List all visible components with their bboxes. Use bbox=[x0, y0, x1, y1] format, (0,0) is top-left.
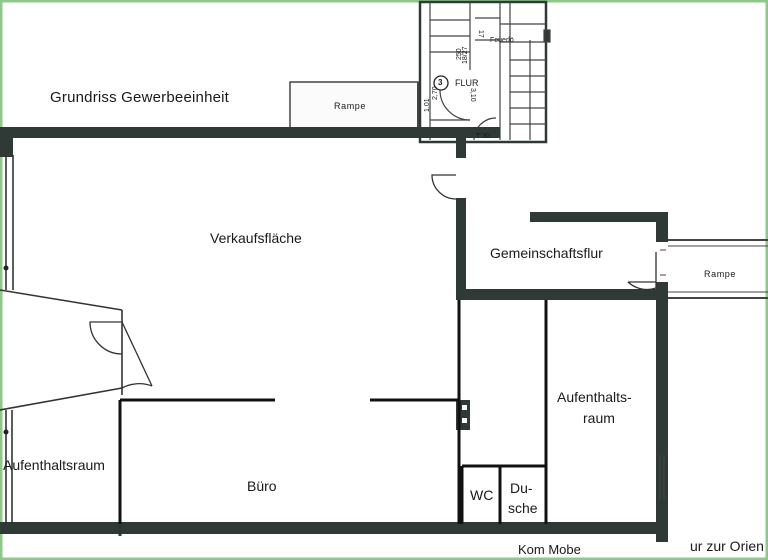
thick-walls bbox=[0, 127, 668, 542]
bottom-text-right: ur zur Orien bbox=[690, 538, 764, 554]
room-wc: WC bbox=[470, 487, 494, 503]
ramp-top-label: Rampe bbox=[334, 101, 367, 111]
flur-label: FLUR bbox=[455, 78, 479, 88]
left-marker-2 bbox=[3, 429, 9, 435]
step-label-c: 18/27 bbox=[462, 46, 469, 64]
right-window bbox=[659, 249, 666, 500]
ramp-right bbox=[668, 239, 768, 299]
room-aufenthaltsraum-right-line1: Aufenthalts- bbox=[557, 389, 632, 405]
room-buero: Büro bbox=[247, 478, 277, 494]
room-gemeinschaftsflur: Gemeinschaftsflur bbox=[490, 245, 603, 261]
room-aufenthaltsraum-right-line2: raum bbox=[583, 410, 615, 426]
wall-marker bbox=[462, 405, 467, 410]
dim-2-70: 2,70 bbox=[432, 86, 439, 100]
feuerloescher-label: Feuerlö bbox=[490, 37, 514, 44]
room-dusche-line2: sche bbox=[508, 500, 538, 516]
wall-marker bbox=[462, 418, 467, 423]
partition-walls bbox=[118, 300, 548, 524]
plan-title: Grundriss Gewerbeeinheit bbox=[50, 89, 230, 106]
dim-3-10: 3,10 bbox=[469, 88, 476, 102]
left-wing bbox=[0, 155, 123, 536]
dim-1-01: 1,01 bbox=[424, 98, 431, 112]
left-marker-1 bbox=[3, 265, 9, 271]
flur-number: 3 bbox=[438, 78, 443, 87]
door-code: T 30 bbox=[476, 133, 490, 140]
stairwell bbox=[418, 0, 551, 144]
room-aufenthaltsraum-left: Aufenthaltsraum bbox=[3, 457, 105, 473]
room-dusche-line1: Du- bbox=[510, 480, 533, 496]
door-swings bbox=[89, 174, 657, 389]
flur-number-circle bbox=[433, 75, 449, 91]
step-label-b: 17 bbox=[477, 30, 484, 38]
bottom-text-left: Kom Mobe bbox=[518, 542, 581, 557]
room-verkaufsflaeche: Verkaufsfläche bbox=[210, 230, 302, 246]
ramp-right-label: Rampe bbox=[704, 269, 737, 279]
